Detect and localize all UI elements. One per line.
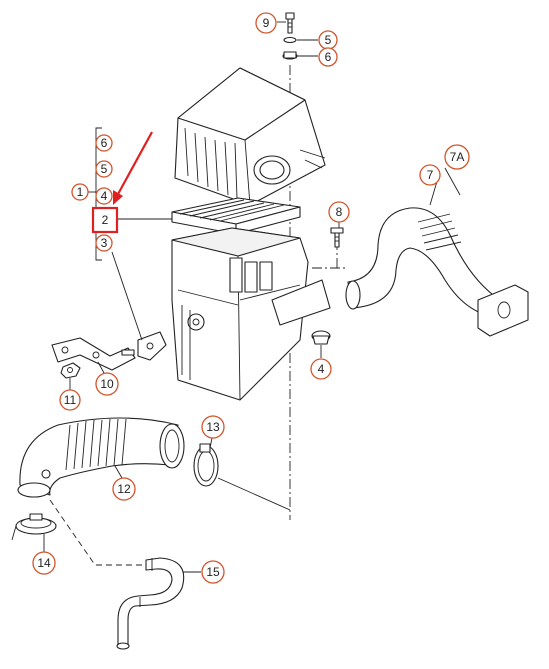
svg-text:11: 11: [64, 393, 77, 407]
callout-10: 10: [95, 372, 119, 396]
bracket-10: [51, 331, 167, 371]
callout-13: 13: [201, 415, 225, 439]
svg-text:4: 4: [101, 189, 108, 203]
svg-text:6: 6: [101, 136, 108, 150]
svg-text:9: 9: [263, 16, 270, 30]
callout-5-top: 5: [318, 30, 338, 50]
screw-8: [330, 227, 344, 248]
stack-label-4: 4: [95, 187, 113, 205]
svg-text:8: 8: [336, 205, 343, 219]
grommet-6: [282, 51, 298, 60]
svg-text:4: 4: [318, 362, 325, 376]
breather-hose-15: [116, 557, 185, 650]
callout-15: 15: [201, 560, 225, 584]
nut-11: [60, 362, 81, 379]
svg-text:7A: 7A: [450, 150, 465, 164]
svg-text:6: 6: [325, 50, 332, 64]
callout-7a: 7A: [444, 144, 470, 170]
svg-text:1: 1: [77, 185, 84, 199]
stack-label-3: 3: [95, 234, 113, 252]
highlight-box-part-2: 2: [91, 206, 119, 234]
bolt-9: [285, 12, 295, 34]
filter-element-2: [171, 197, 301, 235]
stack-label-5: 5: [95, 160, 113, 178]
svg-text:14: 14: [37, 556, 51, 570]
svg-text:10: 10: [100, 377, 114, 391]
callout-12: 12: [112, 477, 136, 501]
svg-text:5: 5: [325, 33, 332, 47]
callout-14: 14: [32, 551, 56, 575]
svg-text:15: 15: [206, 565, 220, 579]
callout-9: 9: [255, 12, 277, 34]
svg-text:2: 2: [102, 213, 109, 227]
intake-duct-7: [312, 207, 529, 337]
svg-text:3: 3: [101, 236, 108, 250]
red-arrow-indicator: [113, 131, 153, 205]
washer-5: [283, 36, 297, 44]
svg-text:12: 12: [117, 482, 131, 496]
callout-4-right: 4: [310, 358, 332, 380]
callout-7: 7: [419, 164, 441, 186]
stack-label-1: 1: [71, 183, 89, 201]
hose-clamp-13: [193, 443, 219, 487]
svg-text:5: 5: [101, 162, 108, 176]
filter-housing-lower: [171, 227, 331, 401]
callout-11: 11: [59, 389, 81, 411]
callout-6-top: 6: [318, 47, 338, 67]
hose-clamp-14: [11, 513, 57, 541]
svg-text:7: 7: [427, 168, 434, 182]
air-hose-12: [17, 417, 185, 498]
grommet-4: [311, 330, 331, 345]
stack-label-6: 6: [95, 134, 113, 152]
filter-housing-lid: [174, 67, 326, 206]
svg-text:13: 13: [206, 420, 220, 434]
callout-8: 8: [328, 201, 350, 223]
